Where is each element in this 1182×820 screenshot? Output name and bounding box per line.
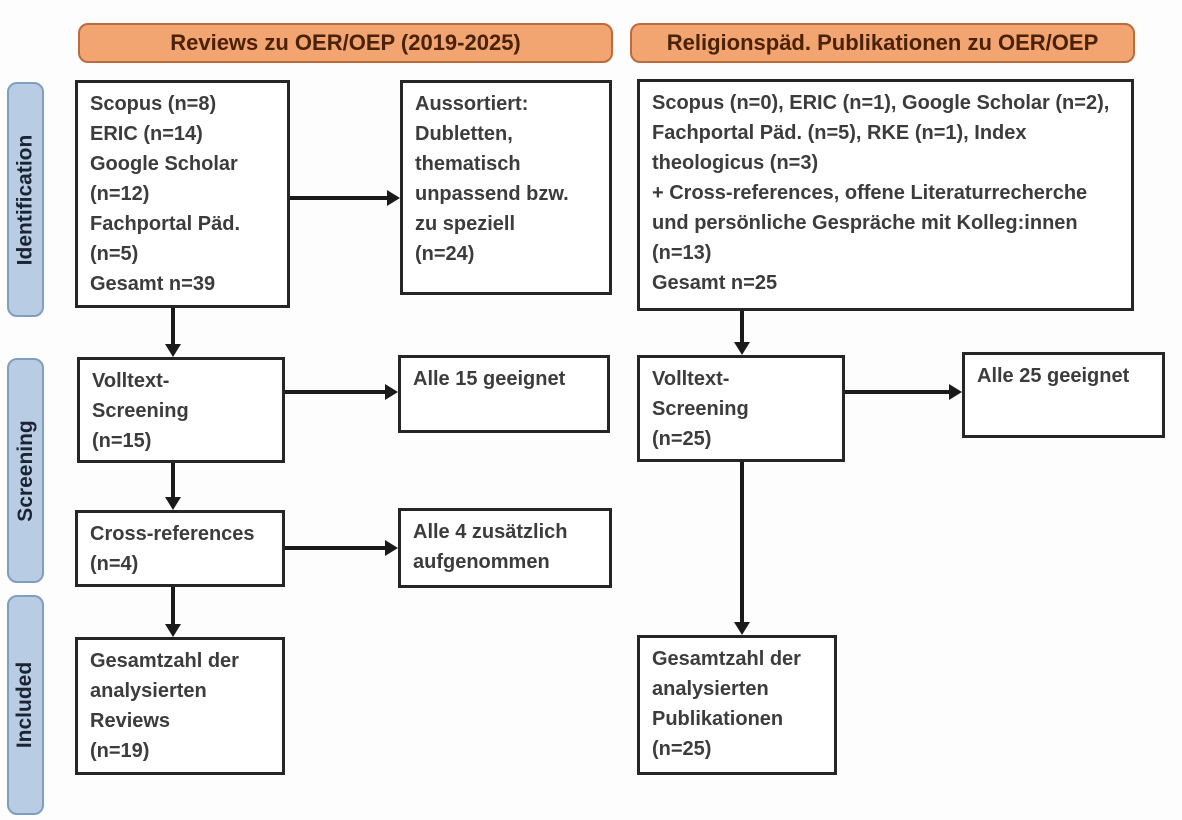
stage-label-screening: Screening bbox=[7, 358, 44, 583]
box-reviews-sources: Scopus (n=8) ERIC (n=14) Google Scholar … bbox=[75, 80, 290, 308]
arrow-reviews-sources-to-fulltext bbox=[171, 308, 175, 344]
arrow-relpaed-sources-to-fulltext bbox=[740, 311, 744, 342]
arrow-reviews-fulltext-to-result bbox=[285, 390, 385, 394]
stage-label-included-text: Included bbox=[13, 661, 37, 749]
box-reviews-fulltext-screening: Volltext- Screening (n=15) bbox=[77, 357, 285, 463]
box-relpaed-fulltext-result: Alle 25 geeignet bbox=[962, 352, 1165, 438]
arrow-reviews-fulltext-to-crossref bbox=[171, 463, 175, 497]
box-reviews-included-total: Gesamtzahl der analysierten Reviews (n=1… bbox=[75, 637, 285, 775]
stage-label-identification: Identification bbox=[7, 82, 44, 317]
box-relpaed-sources: Scopus (n=0), ERIC (n=1), Google Scholar… bbox=[637, 79, 1134, 311]
arrow-relpaed-fulltext-to-included bbox=[740, 462, 744, 622]
box-reviews-fulltext-result: Alle 15 geeignet bbox=[398, 355, 610, 433]
arrow-reviews-crossref-to-result bbox=[285, 546, 385, 550]
stage-label-included: Included bbox=[7, 595, 44, 815]
stage-label-screening-text: Screening bbox=[13, 419, 37, 522]
box-relpaed-included-total: Gesamtzahl der analysierten Publikatione… bbox=[637, 635, 837, 775]
column-header-reviews: Reviews zu OER/OEP (2019-2025) bbox=[78, 23, 613, 63]
arrow-reviews-sources-to-excluded bbox=[290, 196, 387, 200]
stage-label-identification-text: Identification bbox=[13, 134, 37, 265]
arrow-relpaed-fulltext-to-result bbox=[845, 390, 949, 394]
column-header-religionspaed: Religionspäd. Publikationen zu OER/OEP bbox=[630, 23, 1135, 63]
arrow-reviews-crossref-to-included bbox=[171, 587, 175, 624]
box-reviews-excluded: Aussortiert: Dubletten, thematisch unpas… bbox=[400, 80, 612, 295]
box-reviews-crossref: Cross-references (n=4) bbox=[75, 510, 285, 587]
box-relpaed-fulltext-screening: Volltext- Screening (n=25) bbox=[637, 355, 845, 462]
box-reviews-crossref-result: Alle 4 zusätzlich aufgenommen bbox=[398, 508, 612, 588]
